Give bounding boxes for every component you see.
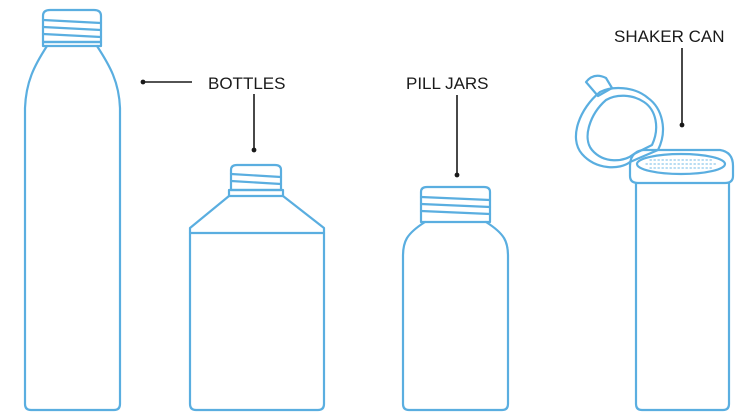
tall-bottle-illustration: [25, 10, 120, 410]
pill-jars-leader-line: [455, 95, 460, 177]
wide-bottle-illustration: [190, 165, 324, 410]
shaker-can-label: SHAKER CAN: [614, 27, 725, 46]
pill-jars-label: PILL JARS: [406, 74, 489, 93]
shaker-can-leader-line: [680, 48, 685, 127]
pill-jar-illustration: [403, 187, 508, 410]
bottles-label: BOTTLES: [208, 74, 285, 93]
shaker-can-illustration: [576, 76, 733, 410]
